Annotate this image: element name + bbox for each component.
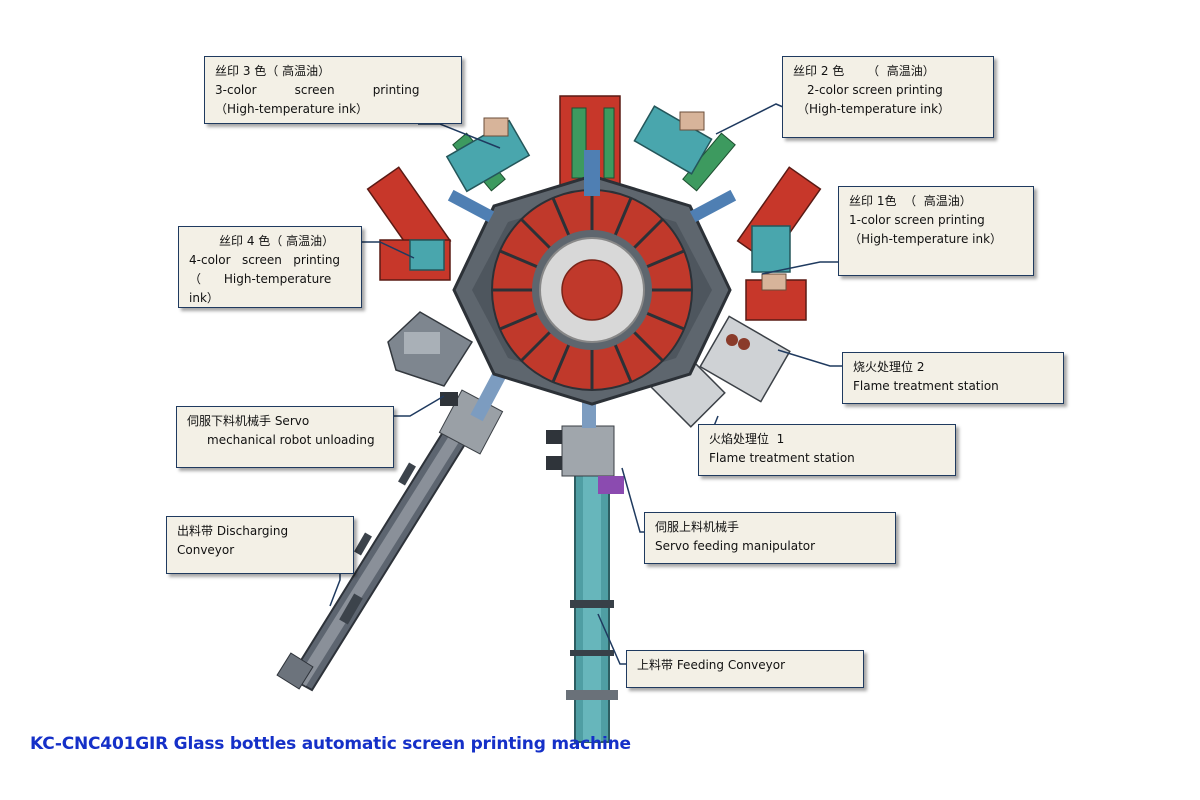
- callout-4-color-en: 4-color screen printing: [189, 253, 341, 267]
- unloading-robot-line2: mechanical robot unloading: [207, 433, 375, 447]
- discharge-line2: Conveyor: [177, 543, 235, 557]
- feed-conveyor-text: 上料带 Feeding Conveyor: [637, 658, 786, 672]
- leader-lines: [329, 103, 842, 665]
- rotary-table: [447, 150, 737, 406]
- callout-1-color-en: 1-color screen printing: [849, 213, 985, 227]
- flame-1-cn: 火焰处理位 1: [709, 432, 785, 446]
- flame-2-cn: 烧火处理位 2: [853, 360, 925, 374]
- flame-1-en: Flame treatment station: [709, 451, 855, 465]
- feed-manip-cn: 伺服上料机械手: [655, 520, 740, 534]
- callout-1-color-printing: 丝印 1色 （ 高温油） 1-color screen printing （Hi…: [838, 186, 1034, 276]
- feed-manip-en: Servo feeding manipulator: [655, 539, 816, 553]
- callout-2-color-printing: 丝印 2 色 （ 高温油） 2-color screen printing （H…: [782, 56, 994, 138]
- callout-4-color-cn: 丝印 4 色（ 高温油）: [219, 234, 335, 248]
- feeding-conveyor: [566, 469, 618, 743]
- callout-4-color-printing: 丝印 4 色（ 高温油） 4-color screen printing （ H…: [178, 226, 362, 308]
- callout-1-color-ink: （High-temperature ink）: [849, 232, 1003, 246]
- callout-flame-station-1: 火焰处理位 1 Flame treatment station: [698, 424, 956, 476]
- outer-stations: [366, 95, 822, 428]
- callout-3-color-ink: （High-temperature ink）: [215, 102, 369, 116]
- callout-3-color-en: 3-color screen printing: [215, 83, 420, 97]
- callout-servo-unloading-robot: 伺服下料机械手 Servo mechanical robot unloading: [176, 406, 394, 468]
- callout-4-color-ink: （ High-temperature: [189, 272, 332, 286]
- callout-3-color-cn: 丝印 3 色（ 高温油）: [215, 64, 331, 78]
- callout-servo-feeding-manipulator: 伺服上料机械手 Servo feeding manipulator: [644, 512, 896, 564]
- callout-4-color-ink-cont: ink）: [189, 291, 219, 305]
- callout-1-color-cn: 丝印 1色 （ 高温油）: [849, 194, 972, 208]
- unloading-robot: [438, 352, 516, 455]
- callout-discharging-conveyor: 出料带 Discharging Conveyor: [166, 516, 354, 574]
- unloading-robot-line1: 伺服下料机械手 Servo: [187, 414, 310, 428]
- callout-flame-station-2: 烧火处理位 2 Flame treatment station: [842, 352, 1064, 404]
- discharge-line1: 出料带 Discharging: [177, 524, 289, 538]
- callout-2-color-ink: （High-temperature ink）: [797, 102, 951, 116]
- callout-3-color-printing: 丝印 3 色（ 高温油） 3-color screen printing （Hi…: [204, 56, 462, 124]
- callout-2-color-en: 2-color screen printing: [807, 83, 943, 97]
- machine-title: KC-CNC401GIR Glass bottles automatic scr…: [30, 734, 631, 754]
- flame-2-en: Flame treatment station: [853, 379, 999, 393]
- callout-2-color-cn: 丝印 2 色 （ 高温油）: [793, 64, 935, 78]
- callout-feeding-conveyor: 上料带 Feeding Conveyor: [626, 650, 864, 688]
